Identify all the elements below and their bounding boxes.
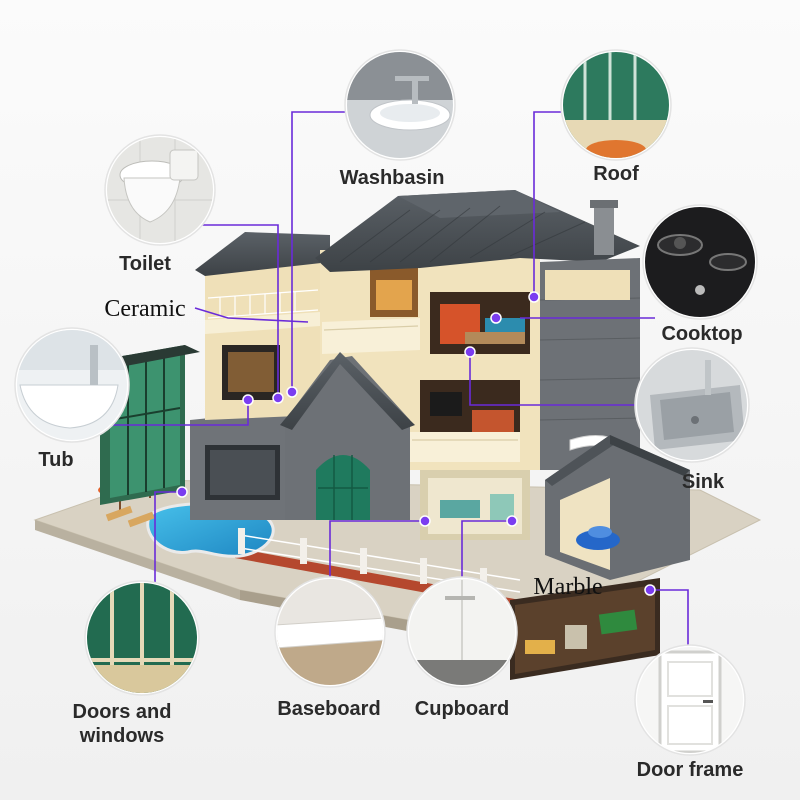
label-marble: Marble [533,574,603,600]
marker-roof [528,291,540,303]
marker-door-frame [644,584,656,596]
thumb-tub [14,327,130,443]
thumb-doors-windows [84,580,200,696]
house-illustration [33,190,762,680]
thumb-sink [634,347,750,463]
leader-lines [100,111,689,647]
thumb-washbasin [344,49,456,161]
marker-doors [176,486,188,498]
thumb-door-frame [634,644,746,756]
thumb-cooktop [642,204,758,320]
marker-tub [242,394,254,406]
thumb-toilet [104,134,216,246]
label-tub: Tub [38,449,74,471]
label-ceramic: Ceramic [104,296,186,322]
label-baseboard: Baseboard [277,698,381,720]
marker-toilet [272,392,284,404]
label-doors-and-windows: Doors and windows [72,701,172,747]
marker-dots [176,291,656,596]
label-toilet: Toilet [119,253,171,275]
main-roof [315,190,640,272]
label-washbasin: Washbasin [339,167,445,189]
label-sink: Sink [681,471,725,493]
marker-baseboard [419,515,431,527]
thumb-cupboard [406,576,518,688]
label-cupboard: Cupboard [414,698,510,720]
thumb-roof [560,49,672,161]
marker-sink [464,346,476,358]
marker-washbasin [286,386,298,398]
marker-cupboard [506,515,518,527]
label-cooktop: Cooktop [661,323,743,345]
label-door-frame: Door frame [636,759,744,781]
label-roof: Roof [593,163,639,185]
marker-ceramic [490,312,502,324]
thumb-baseboard [274,576,386,688]
